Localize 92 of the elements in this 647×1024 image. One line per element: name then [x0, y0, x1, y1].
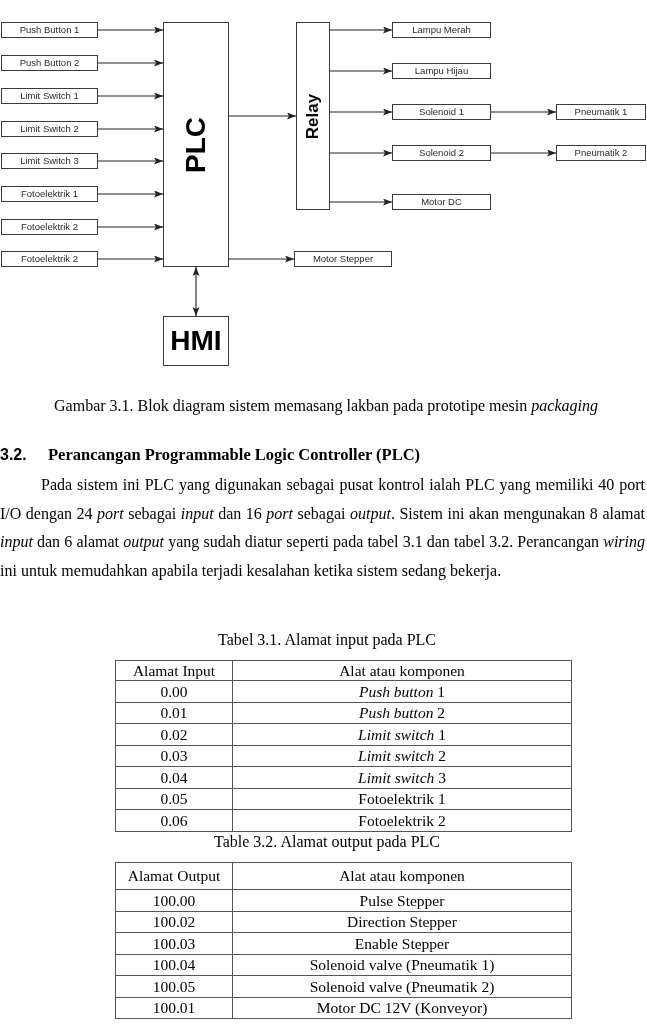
table-cell: Pulse Stepper — [232, 889, 572, 911]
table-cell: Limit switch 1 — [232, 723, 572, 745]
block-label: Fotoelektrik 1 — [21, 189, 78, 199]
block-box — [1, 121, 98, 137]
block-label: Motor DC — [421, 197, 462, 207]
block-box — [1, 186, 98, 202]
block-label: Fotoelektrik 2 — [21, 254, 78, 264]
arrow — [97, 157, 164, 165]
table-cell: 0.04 — [115, 766, 233, 788]
table-cell: 100.02 — [115, 911, 233, 933]
table-cell: 100.03 — [115, 932, 233, 954]
block-label: Lampu Hijau — [414, 66, 469, 76]
block-box — [1, 22, 98, 38]
block-box — [163, 316, 229, 366]
block-box — [1, 219, 98, 235]
arrow — [329, 149, 393, 157]
arrow — [97, 223, 164, 231]
block-box — [392, 194, 491, 210]
table-cell: 0.02 — [115, 723, 233, 745]
block-box — [1, 153, 98, 169]
table-cell: 100.04 — [115, 954, 233, 976]
arrow — [329, 198, 393, 206]
table-caption: Tabel 3.1. Alamat input pada PLC — [218, 630, 436, 650]
block-box — [1, 55, 98, 71]
arrow — [97, 255, 164, 263]
table-cell: Limit switch 3 — [232, 766, 572, 788]
table-cell: 100.00 — [115, 889, 233, 911]
block-label: Push Button 2 — [19, 58, 80, 68]
table-cell: 0.05 — [115, 788, 233, 810]
block-box — [392, 145, 491, 161]
table-cell: Push button 2 — [232, 702, 572, 724]
arrow — [329, 26, 393, 34]
block-box — [392, 22, 491, 38]
figure-caption: Gambar 3.1. Blok diagram sistem memasang lakban pada prototipe mesin packaging — [54, 396, 598, 416]
block-label: Solenoid 2 — [419, 148, 464, 158]
arrow — [329, 108, 393, 116]
section-number: 3.2. — [0, 445, 27, 465]
section-heading: Perancangan Programmable Logic Controller (PLC) — [48, 445, 421, 465]
arrow — [97, 59, 164, 67]
block-label: Limit Switch 3 — [20, 156, 79, 166]
arrow — [97, 26, 164, 34]
block-label: Limit Switch 2 — [20, 124, 79, 134]
arrow — [329, 67, 393, 75]
block-label: Limit Switch 1 — [20, 91, 79, 101]
column-header: Alamat Input — [115, 660, 233, 681]
table-cell: Push button 1 — [232, 680, 572, 702]
block-label: PLC — [182, 116, 210, 173]
block-label: Lampu Merah — [412, 25, 471, 35]
block-box — [163, 22, 229, 267]
block-box — [556, 104, 646, 120]
table-cell: Enable Stepper — [232, 932, 572, 954]
table-cell: Limit switch 2 — [232, 745, 572, 767]
column-header: Alat atau komponen — [232, 862, 572, 890]
table-cell: Motor DC 12V (Konveyor) — [232, 997, 572, 1019]
block-label: Relay — [304, 93, 322, 139]
table-cell: 0.03 — [115, 745, 233, 767]
block-box — [1, 251, 98, 267]
arrow — [192, 266, 200, 317]
block-box — [294, 251, 392, 267]
arrow — [228, 112, 297, 120]
table-cell: Solenoid valve (Pneumatik 2) — [232, 975, 572, 997]
table-cell: Solenoid valve (Pneumatik 1) — [232, 954, 572, 976]
block-box — [392, 63, 491, 79]
arrow — [490, 149, 557, 157]
block-box — [556, 145, 646, 161]
table-cell: Fotoelektrik 1 — [232, 788, 572, 810]
column-header: Alamat Output — [115, 862, 233, 890]
arrow — [97, 190, 164, 198]
block-box — [296, 22, 330, 210]
block-label: Pneumatik 2 — [574, 148, 628, 158]
arrow — [97, 125, 164, 133]
table-cell: Fotoelektrik 2 — [232, 809, 572, 831]
arrow — [490, 108, 557, 116]
block-label: Push Button 1 — [19, 25, 80, 35]
table-cell: 0.06 — [115, 809, 233, 831]
block-box — [392, 104, 491, 120]
block-label: Motor Stepper — [312, 254, 374, 264]
block-label: Solenoid 1 — [419, 107, 464, 117]
block-label: Fotoelektrik 2 — [21, 222, 78, 232]
table-cell: 0.01 — [115, 702, 233, 724]
arrow — [97, 92, 164, 100]
arrow — [228, 255, 295, 263]
table-cell: Direction Stepper — [232, 911, 572, 933]
table-cell: 0.00 — [115, 680, 233, 702]
block-label: HMI — [170, 327, 222, 355]
body-paragraph: Pada sistem ini PLC yang digunakan sebagai pusat kontrol ialah PLC yang memiliki 40 port I/O dengan 24 port sebagai input dan 16 port sebagai output. Sistem ini akan mengunakan 8 alamat input dan 6 alamat output yang sudah diatur seperti pada tabel 3.1 dan tabel 3.2. Perancangan wiring ini untuk memudahkan apabila terjadi kesalahan ketika sistem sedang bekerja. — [0, 475, 645, 582]
column-header: Alat atau komponen — [232, 660, 572, 681]
block-label: Pneumatik 1 — [574, 107, 628, 117]
table-caption: Table 3.2. Alamat output pada PLC — [214, 832, 440, 852]
table-cell: 100.05 — [115, 975, 233, 997]
table-cell: 100.01 — [115, 997, 233, 1019]
block-box — [1, 88, 98, 104]
